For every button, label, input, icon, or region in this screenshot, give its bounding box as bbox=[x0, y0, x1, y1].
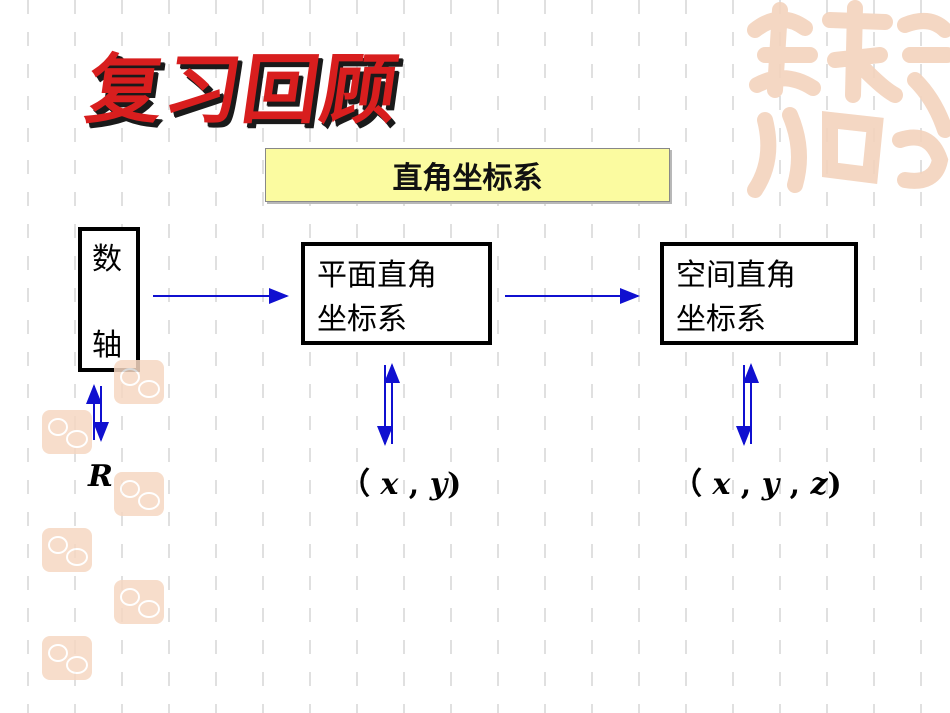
ordered-triple-sep-2: , bbox=[789, 467, 801, 502]
number-line-box: 数 轴 bbox=[78, 227, 140, 372]
subtitle-banner: 直角坐标系 bbox=[265, 148, 670, 202]
ordered-pair: （ x , y) bbox=[340, 459, 461, 503]
ordered-pair-close: ) bbox=[447, 467, 462, 502]
double-arrow-plane bbox=[377, 363, 400, 446]
seal-stamp-4 bbox=[42, 528, 92, 572]
ordered-triple-x: x bbox=[712, 467, 731, 502]
auspicious-seal-watermark bbox=[747, 0, 950, 198]
plane-coordinate-label-2: 坐标系 bbox=[317, 302, 407, 337]
number-line-label-1: 数 bbox=[92, 242, 122, 277]
seal-stamp-5 bbox=[114, 580, 164, 624]
space-coordinate-label-1: 空间直角 bbox=[676, 258, 796, 293]
space-coordinate-label-2: 坐标系 bbox=[676, 302, 766, 337]
ordered-triple: （ x , y , z) bbox=[672, 459, 842, 503]
ordered-pair-sep: , bbox=[408, 467, 420, 502]
seal-stamp-6 bbox=[42, 636, 92, 680]
ordered-pair-open: （ bbox=[340, 467, 370, 502]
plane-coordinate-label-1: 平面直角 bbox=[317, 258, 437, 293]
subtitle-text: 直角坐标系 bbox=[392, 161, 543, 196]
seal-stamp-3 bbox=[114, 472, 164, 516]
double-arrow-space bbox=[736, 363, 759, 446]
ordered-triple-sep-1: , bbox=[740, 467, 752, 502]
ordered-pair-y: y bbox=[429, 467, 448, 502]
seal-stamp-2 bbox=[42, 410, 92, 454]
double-arrow-axis bbox=[86, 384, 109, 442]
real-line-symbol: R bbox=[88, 459, 113, 494]
ordered-triple-z: z bbox=[810, 467, 828, 502]
ordered-triple-close: ) bbox=[827, 467, 842, 502]
space-coordinate-box: 空间直角 坐标系 bbox=[660, 242, 858, 345]
ordered-triple-y: y bbox=[761, 467, 780, 502]
seal-stamp-1 bbox=[114, 360, 164, 404]
ordered-triple-open: （ bbox=[672, 467, 702, 502]
ordered-pair-x: x bbox=[380, 467, 399, 502]
number-line-label-2: 轴 bbox=[92, 328, 122, 363]
plane-coordinate-box: 平面直角 坐标系 bbox=[301, 242, 492, 345]
